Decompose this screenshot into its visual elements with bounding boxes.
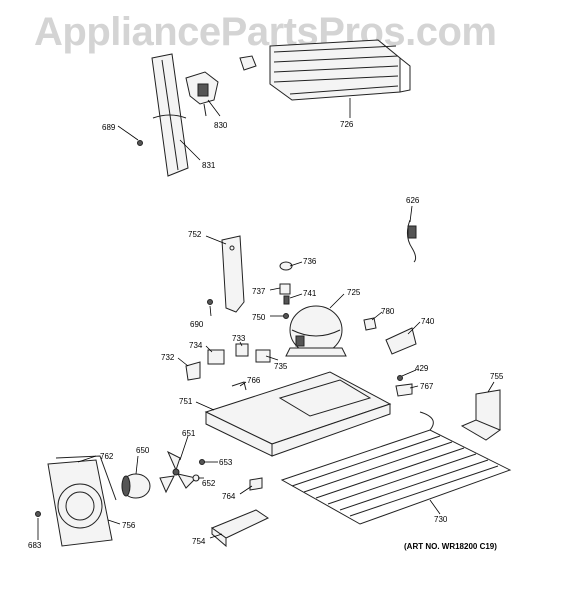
callout-755: 755	[490, 372, 504, 381]
part-734-relay	[207, 349, 225, 365]
callout-626: 626	[406, 196, 420, 205]
part-766-strap	[231, 381, 247, 391]
part-689-screw	[137, 140, 143, 146]
callout-653: 653	[219, 458, 233, 467]
part-755-bracket	[460, 389, 502, 441]
part-429-screw	[397, 375, 403, 381]
callout-780: 780	[381, 307, 395, 316]
callout-830: 830	[214, 121, 228, 130]
callout-651: 651	[182, 429, 196, 438]
part-741-clip	[283, 295, 290, 305]
callout-652: 652	[202, 479, 216, 488]
part-737-overload	[279, 283, 291, 295]
callout-737: 737	[252, 287, 266, 296]
callout-650: 650	[136, 446, 150, 455]
callout-683: 683	[28, 541, 42, 550]
part-top-clip	[239, 55, 257, 71]
callout-766: 766	[247, 376, 261, 385]
callout-labels: 689 831 830 726 626 752 690 736 737 741 …	[28, 120, 504, 550]
callout-764: 764	[222, 492, 236, 501]
part-730-condenser	[280, 411, 512, 525]
callout-725: 725	[347, 288, 361, 297]
part-733-cap	[235, 343, 249, 357]
callout-751: 751	[179, 397, 193, 406]
callout-740: 740	[421, 317, 435, 326]
part-831-panel	[151, 53, 189, 177]
part-735-connector	[255, 349, 271, 363]
callout-754: 754	[192, 537, 206, 546]
callout-732: 732	[161, 353, 175, 362]
callout-730: 730	[434, 515, 448, 524]
callout-752-bracket: 752	[188, 230, 202, 239]
part-764-bracket	[249, 477, 263, 491]
part-740-relay	[385, 327, 417, 355]
part-750-screw	[283, 313, 289, 319]
part-830-thermostat	[185, 71, 219, 117]
part-651-blade	[159, 450, 197, 494]
callout-690: 690	[190, 320, 204, 329]
part-767-bracket	[395, 383, 413, 397]
callout-736: 736	[303, 257, 317, 266]
callout-733: 733	[232, 334, 246, 343]
part-780-clip	[363, 317, 377, 331]
callout-831: 831	[202, 161, 216, 170]
part-725-compressor	[285, 305, 347, 357]
watermark: AppliancePartsPros.com	[34, 10, 497, 54]
part-683-screw	[35, 511, 41, 517]
art-number: (ART NO. WR18200 C19)	[404, 542, 497, 551]
callout-689: 689	[102, 123, 116, 132]
part-762-shroud	[47, 455, 117, 547]
part-751-base	[204, 371, 392, 457]
part-732-cover	[185, 361, 201, 381]
callout-429: 429	[415, 364, 429, 373]
callout-734: 734	[189, 341, 203, 350]
leader-lines	[37, 98, 495, 540]
callout-735: 735	[274, 362, 288, 371]
part-690-screw	[207, 299, 213, 305]
callout-756: 756	[122, 521, 136, 530]
part-726-evaporator	[269, 39, 411, 101]
part-752-bracket	[221, 235, 245, 313]
callout-750: 750	[252, 313, 266, 322]
part-653-nut	[199, 459, 205, 465]
part-626-harness	[406, 219, 417, 263]
callout-767: 767	[420, 382, 434, 391]
callout-726: 726	[340, 120, 354, 129]
part-650-motor	[121, 473, 151, 499]
callout-762: 762	[100, 452, 114, 461]
part-736-grommet	[279, 261, 293, 271]
callout-741: 741	[303, 289, 317, 298]
part-754-tray	[210, 509, 270, 548]
